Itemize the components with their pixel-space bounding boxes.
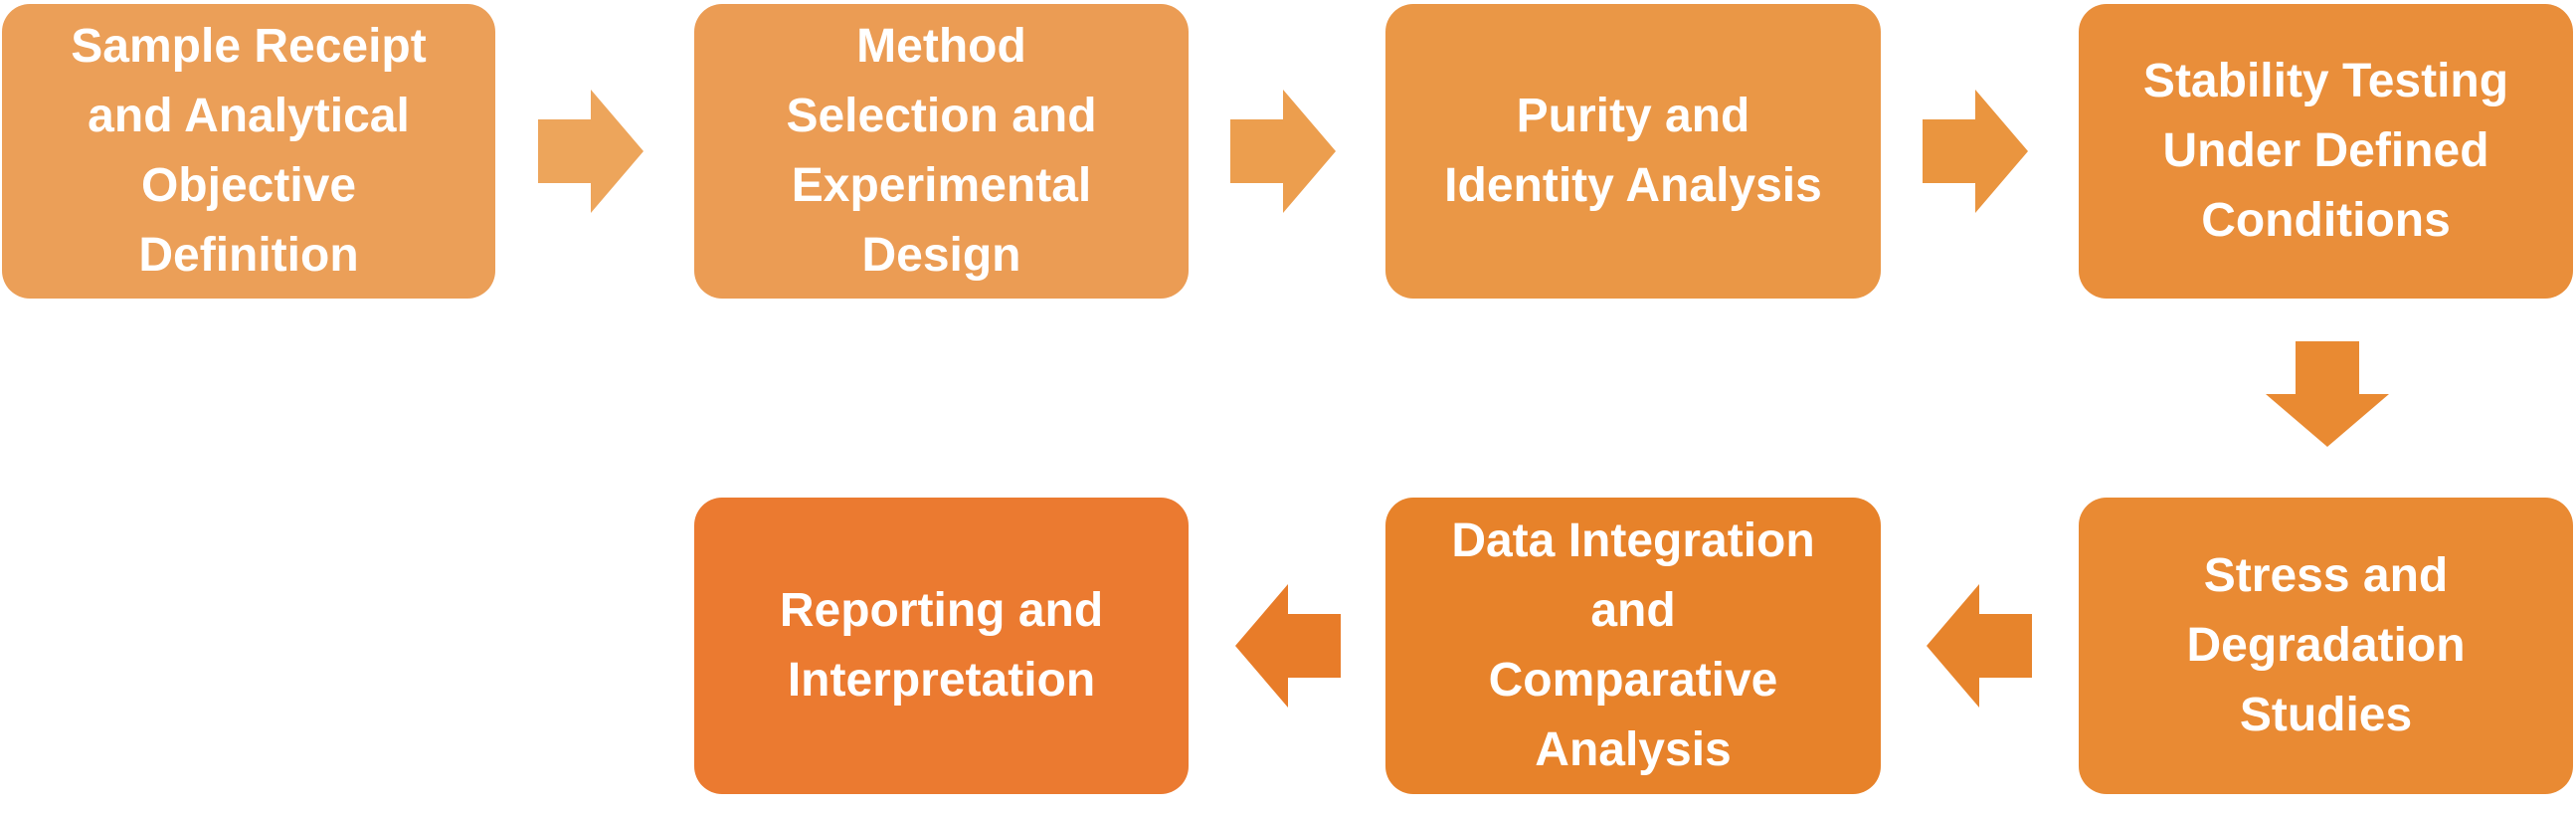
step-label: Reporting and Interpretation: [779, 584, 1104, 707]
step-method-selection: Method Selection and Experimental Design: [694, 4, 1189, 299]
step-reporting: Reporting and Interpretation: [694, 498, 1189, 794]
arrow-shape: [1927, 584, 2032, 708]
step-label: Data Integration and Comparative Analysi…: [1451, 514, 1815, 776]
step-stress-degradation: Stress and Degradation Studies: [2079, 498, 2573, 794]
step-data-integration: Data Integration and Comparative Analysi…: [1385, 498, 1881, 794]
arrow-left-icon: [1235, 584, 1341, 708]
step-purity-identity: Purity and Identity Analysis: [1385, 4, 1881, 299]
arrow-right-icon: [1923, 90, 2028, 213]
arrow-shape: [1235, 584, 1341, 708]
arrow-left-icon: [1927, 584, 2032, 708]
arrow-down-icon: [2266, 341, 2389, 447]
arrow-right-icon: [1230, 90, 1336, 213]
arrow-shape: [538, 90, 644, 213]
arrow-shape: [1230, 90, 1336, 213]
step-label: Sample Receipt and Analytical Objective …: [71, 20, 427, 282]
step-stability-testing: Stability Testing Under Defined Conditio…: [2079, 4, 2573, 299]
step-label: Stability Testing Under Defined Conditio…: [2142, 55, 2509, 247]
step-sample-receipt: Sample Receipt and Analytical Objective …: [2, 4, 495, 299]
arrow-shape: [1923, 90, 2028, 213]
step-label: Purity and Identity Analysis: [1444, 90, 1822, 212]
arrow-shape: [2266, 341, 2389, 447]
step-label: Method Selection and Experimental Design: [786, 20, 1097, 282]
arrow-right-icon: [538, 90, 644, 213]
step-label: Stress and Degradation Studies: [2186, 549, 2466, 741]
